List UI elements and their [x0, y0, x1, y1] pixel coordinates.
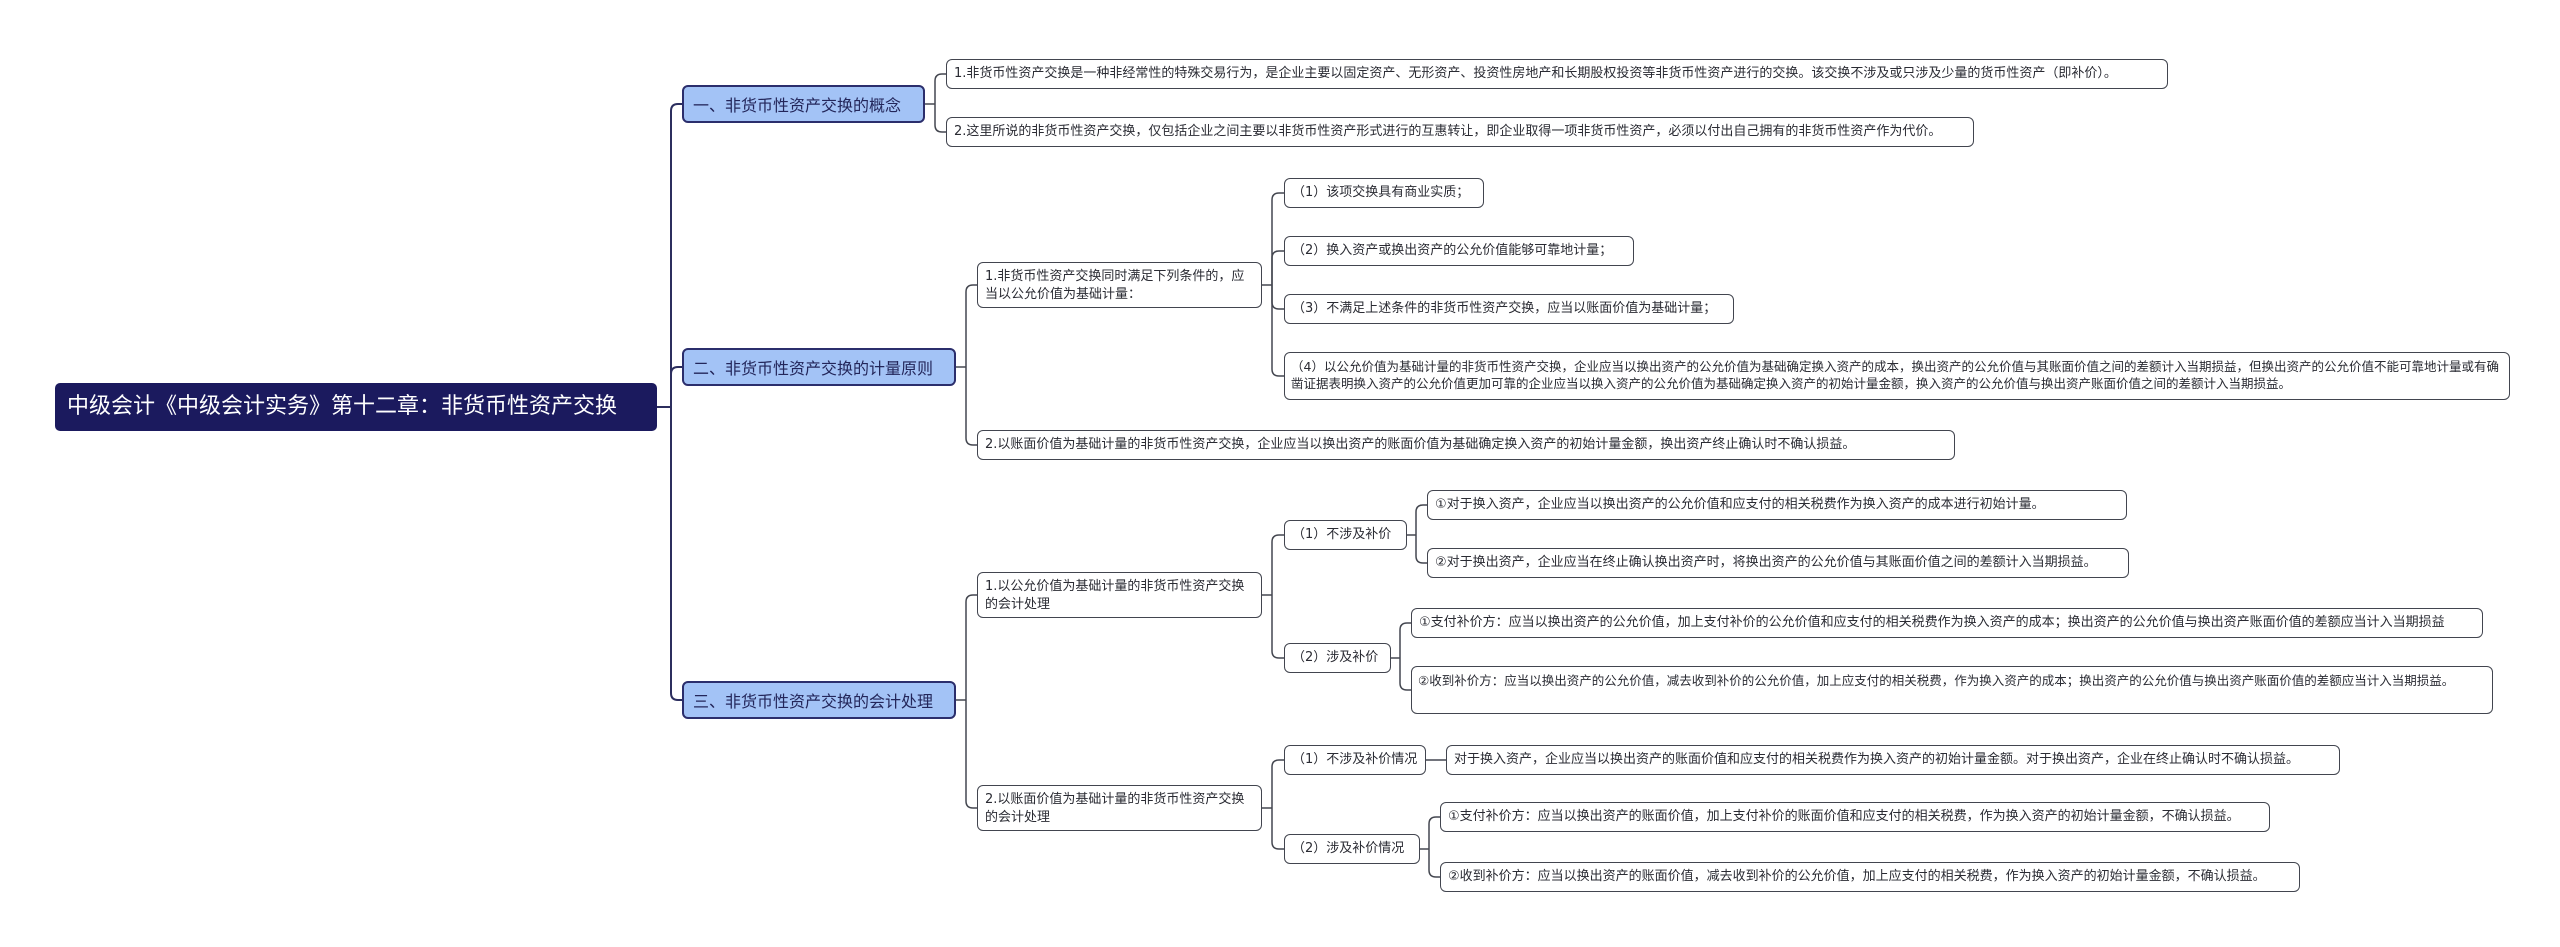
fair-value-with-boot[interactable]: （2）涉及补价	[1284, 643, 1391, 673]
fair-value-with-boot-receiver[interactable]: ②收到补价方：应当以换出资产的公允价值，减去收到补价的公允价值，加上应支付的相关…	[1411, 666, 2493, 714]
branch-accounting-label: 三、非货币性资产交换的会计处理	[693, 692, 934, 711]
accounting-book-value[interactable]: 2.以账面价值为基础计量的非货币性资产交换的会计处理	[977, 785, 1262, 831]
measurement-fair-value-conditions[interactable]: 1.非货币性资产交换同时满足下列条件的，应当以公允价值为基础计量：	[977, 262, 1262, 308]
fair-value-with-boot-payer[interactable]: ①支付补价方：应当以换出资产的公允价值，加上支付补价的公允价值和应支付的相关税费…	[1411, 608, 2483, 638]
branch-concept[interactable]: 一、非货币性资产交换的概念	[682, 85, 925, 123]
accounting-fair-value[interactable]: 1.以公允价值为基础计量的非货币性资产交换的会计处理	[977, 572, 1262, 618]
branch-concept-label: 一、非货币性资产交换的概念	[693, 96, 902, 115]
connector-line	[1271, 759, 1284, 808]
connector-line	[965, 367, 977, 446]
condition-4[interactable]: （4）以公允价值为基础计量的非货币性资产交换，企业应当以换出资产的公允价值为基础…	[1284, 352, 2510, 400]
book-value-with-boot-payer[interactable]: ①支付补价方：应当以换出资产的账面价值，加上支付补价的账面价值和应支付的相关税费…	[1440, 802, 2270, 832]
condition-3[interactable]: （3）不满足上述条件的非货币性资产交换，应当以账面价值为基础计量；	[1284, 294, 1734, 324]
connector-line	[965, 594, 977, 700]
connector-line	[934, 73, 946, 104]
connector-line	[1415, 535, 1427, 564]
fair-value-no-boot-item-1[interactable]: ①对于换入资产，企业应当以换出资产的公允价值和应支付的相关税费作为换入资产的成本…	[1427, 490, 2127, 520]
branch-accounting[interactable]: 三、非货币性资产交换的会计处理	[682, 681, 956, 719]
measurement-book-value[interactable]: 2.以账面价值为基础计量的非货币性资产交换，企业应当以换出资产的账面价值为基础确…	[977, 430, 1955, 460]
branch-measurement[interactable]: 二、非货币性资产交换的计量原则	[682, 348, 956, 386]
connector-line	[670, 407, 682, 701]
connector-line	[1271, 808, 1284, 850]
branch-measurement-label: 二、非货币性资产交换的计量原则	[693, 359, 934, 378]
concept-item-1[interactable]: 1.非货币性资产交换是一种非经常性的特殊交易行为，是企业主要以固定资产、无形资产…	[946, 59, 2168, 89]
connector-line	[965, 700, 977, 809]
fair-value-no-boot[interactable]: （1）不涉及补价	[1284, 520, 1407, 550]
connector-line	[1271, 192, 1284, 285]
connector-line	[1271, 285, 1284, 310]
connector-line	[1399, 658, 1411, 691]
connector-line	[1399, 622, 1411, 658]
connector-line	[1271, 285, 1284, 377]
connector-line	[670, 366, 682, 407]
connector-line	[1271, 534, 1284, 595]
connector-line	[1271, 595, 1284, 659]
book-value-no-boot-item[interactable]: 对于换入资产，企业应当以换出资产的账面价值和应支付的相关税费作为换入资产的初始计…	[1446, 745, 2340, 775]
connector-line	[1428, 816, 1440, 849]
concept-item-2[interactable]: 2.这里所说的非货币性资产交换，仅包括企业之间主要以非货币性资产形式进行的互惠转…	[946, 117, 1974, 147]
connector-line	[670, 103, 682, 407]
book-value-no-boot[interactable]: （1）不涉及补价情况	[1284, 745, 1426, 775]
book-value-with-boot[interactable]: （2）涉及补价情况	[1284, 834, 1420, 864]
connector-line	[1428, 849, 1440, 878]
condition-2[interactable]: （2）换入资产或换出资产的公允价值能够可靠地计量；	[1284, 236, 1634, 266]
connector-line	[965, 284, 977, 367]
book-value-with-boot-receiver[interactable]: ②收到补价方：应当以换出资产的账面价值，减去收到补价的公允价值，加上应支付的相关…	[1440, 862, 2300, 892]
fair-value-no-boot-item-2[interactable]: ②对于换出资产，企业应当在终止确认换出资产时，将换出资产的公允价值与其账面价值之…	[1427, 548, 2129, 578]
connector-line	[1271, 250, 1284, 285]
connector-line	[934, 104, 946, 133]
condition-1[interactable]: （1）该项交换具有商业实质；	[1284, 178, 1484, 208]
connector-line	[1415, 504, 1427, 535]
root-node[interactable]: 中级会计《中级会计实务》第十二章：非货币性资产交换	[55, 383, 657, 431]
